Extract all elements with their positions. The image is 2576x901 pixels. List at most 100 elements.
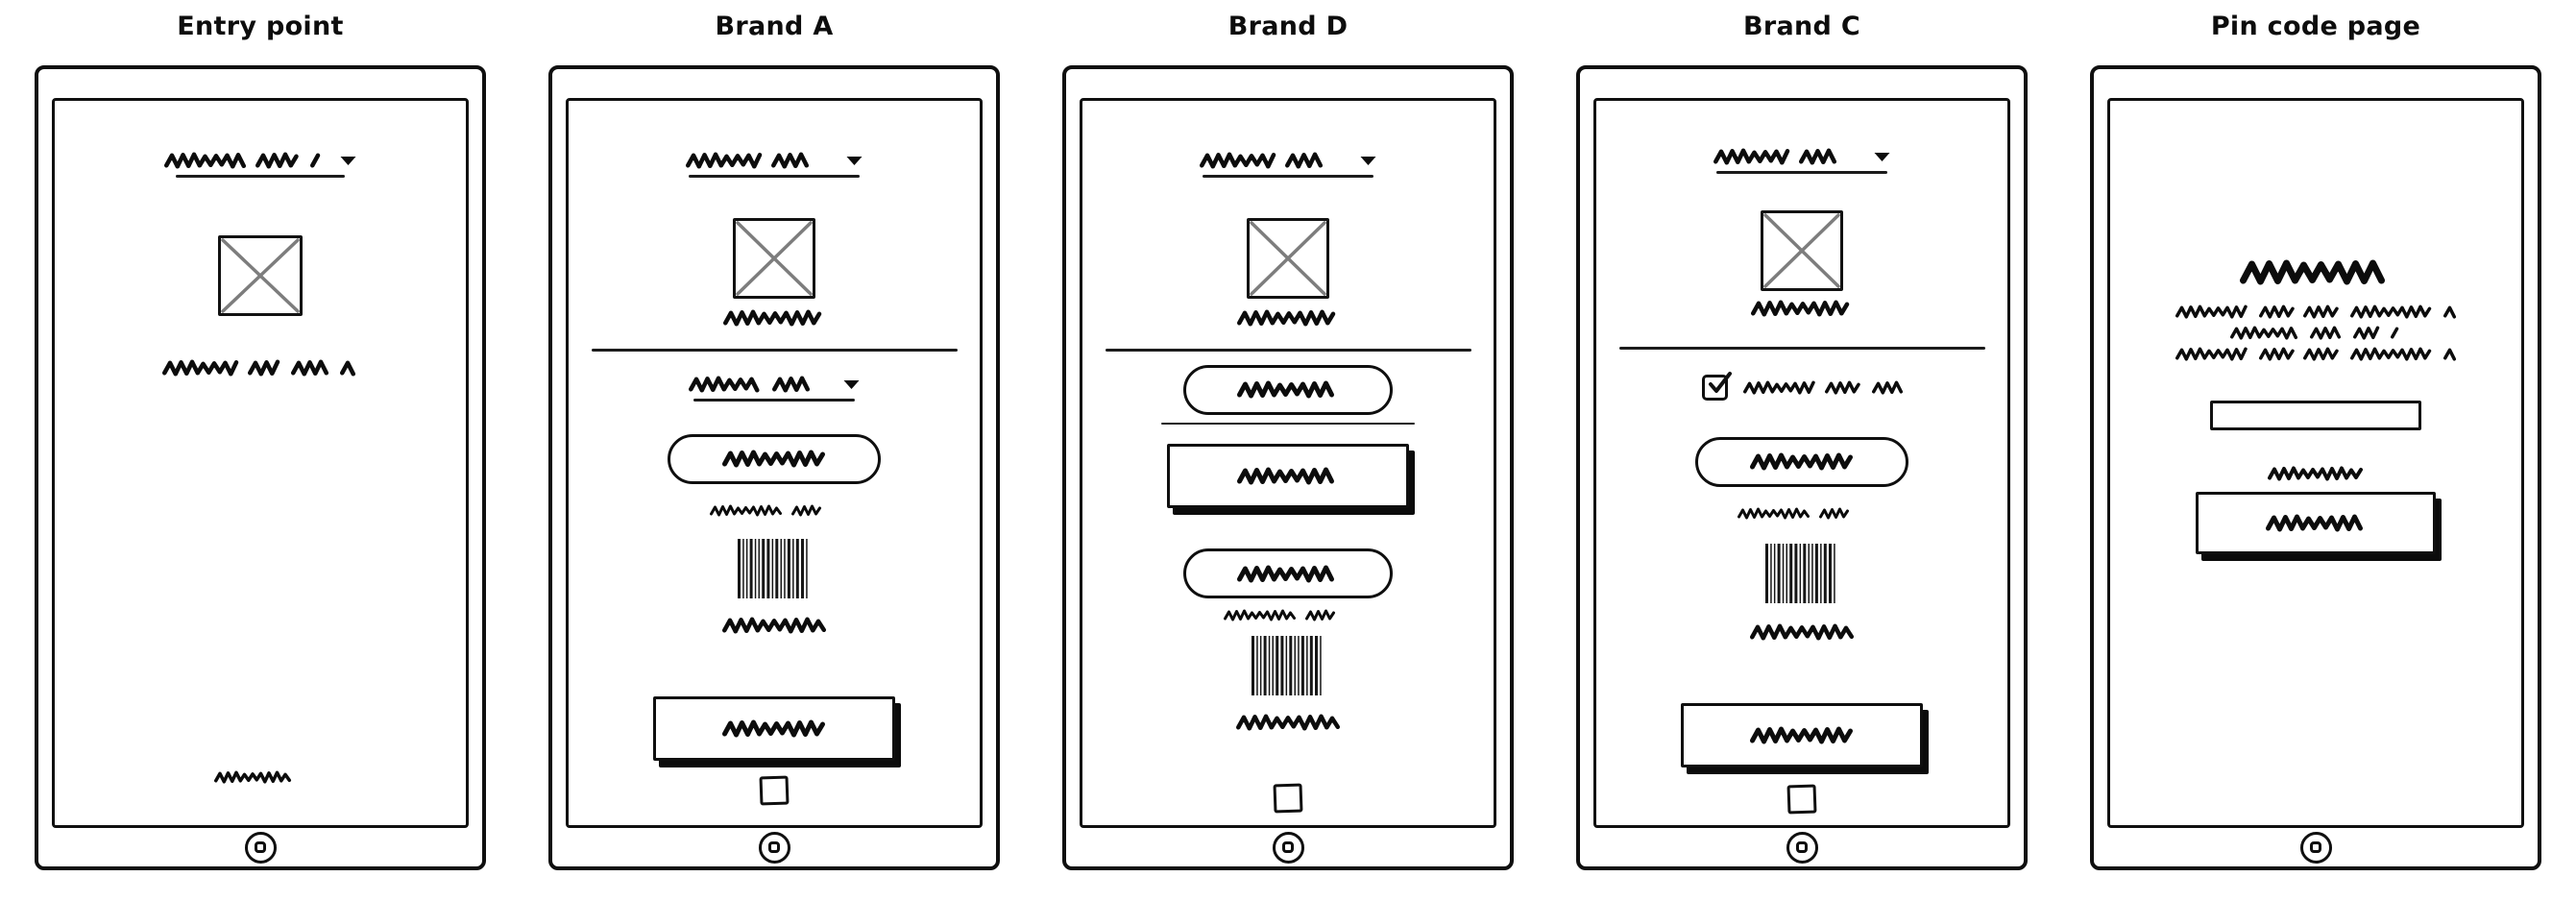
home-button[interactable] bbox=[2299, 831, 2332, 864]
barcode bbox=[1251, 636, 1325, 695]
screen-title: Brand A bbox=[715, 11, 834, 41]
action-button[interactable] bbox=[653, 695, 895, 761]
action-button[interactable] bbox=[1681, 702, 1923, 767]
device-frame bbox=[35, 65, 486, 870]
checked-checkbox[interactable] bbox=[1701, 371, 1732, 401]
unchecked-checkbox[interactable] bbox=[1273, 783, 1303, 814]
scribble-text bbox=[1347, 610, 1352, 621]
scribble-text bbox=[309, 153, 320, 168]
primary-pill-button[interactable] bbox=[1695, 436, 1908, 487]
card-selector-dropdown[interactable] bbox=[688, 376, 861, 402]
device-chin bbox=[2094, 828, 2538, 866]
pin-input[interactable] bbox=[2210, 401, 2421, 430]
brand-logo-placeholder bbox=[733, 218, 815, 299]
brand-name-text bbox=[723, 309, 825, 327]
brand-name-text bbox=[1237, 309, 1339, 327]
scribble-text bbox=[2443, 305, 2457, 319]
home-button[interactable] bbox=[244, 831, 277, 864]
primary-pill-button[interactable] bbox=[668, 433, 881, 484]
spacer bbox=[2110, 554, 2521, 825]
scribble-text bbox=[339, 360, 355, 377]
dropdown-placeholder-text bbox=[1199, 152, 1377, 169]
scribble-text bbox=[2390, 327, 2398, 339]
image-placeholder bbox=[218, 235, 303, 316]
home-button[interactable] bbox=[1272, 831, 1304, 864]
device-chin bbox=[38, 828, 482, 866]
submit-button[interactable] bbox=[2196, 492, 2436, 554]
section-divider bbox=[1105, 349, 1471, 352]
unchecked-checkbox[interactable] bbox=[1786, 783, 1817, 815]
barcode-graphic bbox=[1252, 636, 1322, 695]
scribble-text bbox=[722, 617, 827, 634]
scribble-text bbox=[213, 770, 291, 784]
scribble-text bbox=[1738, 507, 1810, 519]
scribble-text bbox=[247, 359, 279, 377]
scribble-text bbox=[770, 152, 809, 169]
home-button[interactable] bbox=[1786, 831, 1818, 864]
scribble-text bbox=[2309, 326, 2341, 340]
scribble-text bbox=[1750, 726, 1853, 743]
scribble-text bbox=[1237, 565, 1334, 582]
scribble-text bbox=[819, 377, 827, 392]
selector-dropdown[interactable] bbox=[163, 152, 357, 178]
device-chin bbox=[552, 828, 996, 866]
brand-selector-dropdown[interactable] bbox=[1199, 152, 1377, 178]
crossed-box-icon bbox=[736, 221, 813, 296]
home-square-icon bbox=[255, 841, 266, 853]
scribble-text bbox=[688, 376, 760, 393]
scribble-text bbox=[2259, 347, 2295, 361]
chevron-down-icon bbox=[843, 379, 859, 389]
dropdown-underline bbox=[1203, 175, 1373, 178]
home-square-icon bbox=[1796, 841, 1808, 853]
section-divider bbox=[1618, 347, 1985, 350]
dropdown-underline bbox=[176, 175, 345, 178]
crossed-box-icon bbox=[1763, 213, 1840, 288]
home-button[interactable] bbox=[758, 831, 790, 864]
scribble-text bbox=[2350, 304, 2432, 319]
scribble-text bbox=[161, 359, 238, 377]
phone-entry-point: Entry point bbox=[35, 6, 486, 870]
scribble-text bbox=[1237, 380, 1334, 399]
unchecked-checkbox[interactable] bbox=[759, 774, 790, 806]
scribble-text bbox=[1236, 714, 1341, 731]
remember-checkbox-row bbox=[1701, 371, 1903, 401]
card-number-text bbox=[1738, 507, 1866, 519]
card-number-text bbox=[1224, 609, 1352, 621]
device-screen bbox=[1593, 98, 2010, 828]
description-text bbox=[161, 359, 359, 377]
dropdown-placeholder-text bbox=[685, 152, 863, 169]
scribble-text bbox=[771, 376, 810, 393]
brand-selector-dropdown[interactable] bbox=[1713, 148, 1891, 174]
primary-pill-button[interactable] bbox=[1183, 364, 1393, 415]
scribble-text bbox=[1798, 148, 1836, 165]
scribble-text bbox=[1713, 148, 1789, 165]
device-screen bbox=[1080, 98, 1496, 828]
instruction-text bbox=[2175, 304, 2457, 361]
scribble-text bbox=[1199, 152, 1276, 169]
dropdown-placeholder-text bbox=[1713, 148, 1891, 165]
paragraph-line bbox=[2175, 347, 2457, 361]
device-chin bbox=[1066, 828, 1510, 866]
device-screen bbox=[566, 98, 983, 828]
device-frame bbox=[1576, 65, 2028, 870]
scribble-text bbox=[722, 719, 825, 737]
phone-pin-code-page: Pin code page bbox=[2090, 6, 2541, 870]
action-button[interactable] bbox=[1167, 444, 1409, 508]
crossed-box-icon bbox=[1250, 221, 1326, 296]
scribble-text bbox=[1237, 467, 1334, 485]
scribble-text bbox=[302, 771, 307, 783]
secondary-pill-button[interactable] bbox=[1183, 548, 1393, 598]
brand-selector-dropdown[interactable] bbox=[685, 152, 863, 178]
scribble-text bbox=[1871, 380, 1903, 395]
scribble-text bbox=[723, 309, 822, 327]
spacer bbox=[55, 376, 466, 771]
scribble-text bbox=[2266, 514, 2363, 532]
home-square-icon bbox=[2310, 841, 2321, 853]
paragraph-line bbox=[2175, 304, 2457, 319]
scribble-text bbox=[2443, 348, 2457, 361]
scribble-text bbox=[833, 505, 838, 516]
scribble-text bbox=[1750, 623, 1855, 641]
card-number-text bbox=[710, 504, 838, 516]
scribble-text bbox=[1334, 153, 1344, 168]
